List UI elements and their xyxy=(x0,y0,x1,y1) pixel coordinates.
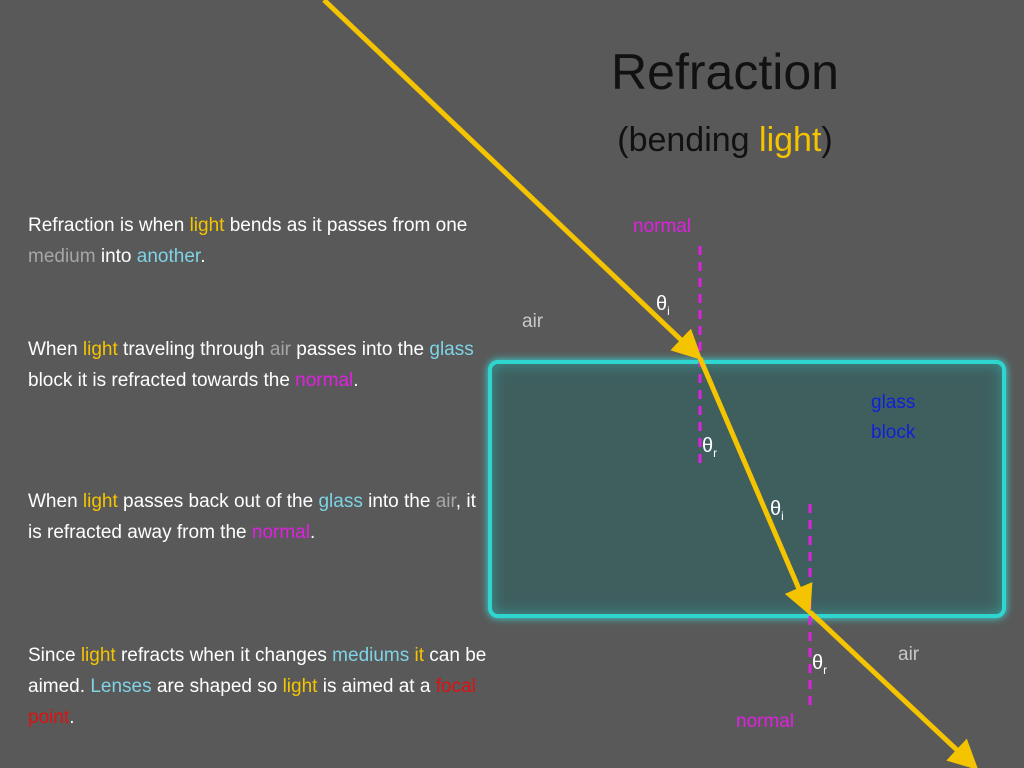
text-run-light: light xyxy=(282,676,318,697)
theta-subscript: r xyxy=(823,663,828,677)
angle-refraction-bottom: θr xyxy=(812,652,827,677)
text-run: Refraction is when xyxy=(28,215,190,236)
slide-subtitle: (bending light) xyxy=(540,118,910,162)
glass-block-label: glass block xyxy=(871,388,915,448)
text-run-normal: normal xyxy=(251,522,310,543)
theta-subscript: i xyxy=(667,304,670,318)
text-run-light: light xyxy=(82,339,118,360)
air-label-top: air xyxy=(522,311,544,332)
text-run: can be aimed. xyxy=(28,645,487,697)
text-run: . xyxy=(69,707,75,728)
theta-subscript: i xyxy=(781,509,784,523)
text-run-another: another xyxy=(136,246,201,267)
slide-title: Refraction xyxy=(611,44,839,100)
theta-symbol: θ xyxy=(656,293,668,315)
text-run: Since xyxy=(28,645,81,666)
text-run: into the xyxy=(362,491,436,512)
theta-symbol: θ xyxy=(770,498,782,520)
text-run-normal: normal xyxy=(295,370,354,391)
text-run-light: light xyxy=(80,645,116,666)
subtitle-post: ) xyxy=(821,121,833,159)
glass-label-line1: glass xyxy=(871,392,916,413)
text-run: passes into the xyxy=(291,339,430,360)
refracted-ray xyxy=(697,357,813,616)
angle-incidence-top: θi xyxy=(656,293,670,318)
text-run-glass: glass xyxy=(318,491,363,512)
theta-symbol: θ xyxy=(702,435,714,457)
text-run-air: air xyxy=(435,491,456,512)
text-run-glass: glass xyxy=(429,339,474,360)
text-run: is aimed at a xyxy=(317,676,436,697)
text-run-light: light xyxy=(82,491,118,512)
glass-block xyxy=(488,360,1006,618)
text-run: When xyxy=(28,491,83,512)
text-run: refracts when it changes xyxy=(115,645,333,666)
paragraph-towards-normal: When light traveling through air passes … xyxy=(28,334,488,396)
text-run: When xyxy=(28,339,83,360)
text-run: , it is refracted away from the xyxy=(28,491,476,543)
normal-label-top: normal xyxy=(633,216,692,237)
text-run-medium: medium xyxy=(28,246,96,267)
text-run: . xyxy=(353,370,359,391)
text-run-mediums: mediums xyxy=(332,645,410,666)
text-run: traveling through xyxy=(117,339,270,360)
subtitle-pre: (bending xyxy=(617,121,760,159)
normal-label-bottom: normal xyxy=(736,711,795,732)
glass-label-line2: block xyxy=(871,422,916,443)
theta-symbol: θ xyxy=(812,652,824,674)
paragraph-lenses: Since light refracts when it changes med… xyxy=(28,640,488,733)
text-run: passes back out of the xyxy=(117,491,319,512)
text-run: . xyxy=(309,522,316,543)
incident-ray xyxy=(322,0,703,361)
emergent-ray xyxy=(808,610,979,768)
angle-incidence-bottom: θi xyxy=(770,498,784,523)
text-run: . xyxy=(200,246,206,267)
paragraph-definition: Refraction is when light bends as it pas… xyxy=(28,210,488,272)
angle-refraction-top: θr xyxy=(702,435,717,460)
text-run-light: light xyxy=(189,215,225,236)
text-run-it: it xyxy=(409,645,425,666)
theta-subscript: r xyxy=(713,446,718,460)
text-run: into xyxy=(95,246,137,267)
air-label-bottom: air xyxy=(898,644,920,665)
paragraph-away-from-normal: When light passes back out of the glass … xyxy=(28,486,488,548)
text-run-lenses: Lenses xyxy=(90,676,152,697)
text-run: bends as it passes from one xyxy=(224,215,468,236)
text-run: block it is refracted towards the xyxy=(28,370,296,391)
subtitle-highlight: light xyxy=(759,121,822,159)
text-run-focal-point: focal point xyxy=(28,676,476,728)
text-run: are shaped so xyxy=(151,676,283,697)
text-run-air: air xyxy=(269,339,291,360)
